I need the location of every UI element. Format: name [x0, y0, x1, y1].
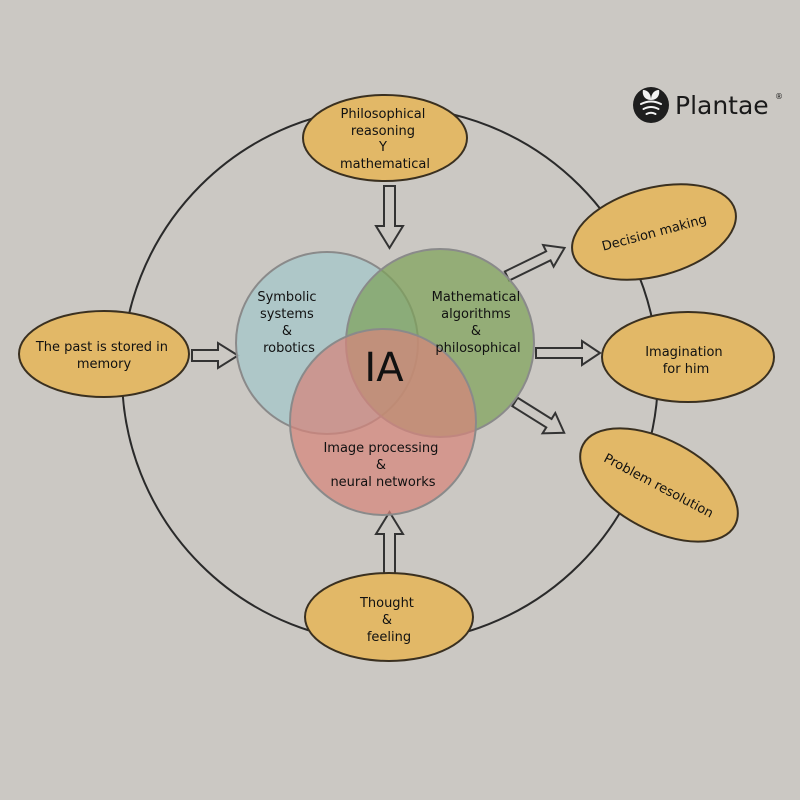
- svg-text:Imagination for him: Imagination for him: [645, 345, 727, 377]
- node-left: The past is stored in memory: [18, 310, 190, 398]
- center-label: IA: [364, 345, 404, 391]
- arrow-to-problem: [510, 396, 566, 435]
- node-top: Philosophical reasoning Y mathematical: [302, 94, 468, 182]
- svg-text:Philosophical reasoning: Philosophical reasoning Y mathematical: [340, 107, 430, 172]
- plantae-logo: Plantae ®: [633, 87, 783, 123]
- node-problem: Problem resolution: [579, 427, 739, 543]
- registered-mark: ®: [775, 92, 783, 101]
- arrow-top-to-center: [374, 185, 405, 250]
- venn-label-image: Image processing & neural networks: [323, 441, 442, 490]
- venn-label-mathematical: Mathematical algorithms & philosophical: [432, 290, 525, 356]
- arrow-to-imagination: [535, 339, 602, 367]
- venn-label-symbolic: Symbolic systems & robotics: [257, 290, 320, 356]
- node-bottom: Thought & feeling: [304, 572, 474, 662]
- arrow-to-decision: [503, 243, 567, 282]
- logo-text: Plantae: [675, 91, 769, 120]
- leaf-wifi-icon: [633, 87, 669, 123]
- svg-text:The past is stored in me: The past is stored in memory: [35, 340, 172, 372]
- arrow-bottom-to-center: [374, 510, 405, 575]
- node-imagination: Imagination for him: [601, 311, 775, 403]
- node-decision: Decision making: [571, 183, 737, 281]
- arrow-left-to-center: [191, 341, 240, 370]
- venn-circle-image: [289, 328, 477, 516]
- svg-text:Thought & feeling: Thought & feeling: [359, 596, 418, 645]
